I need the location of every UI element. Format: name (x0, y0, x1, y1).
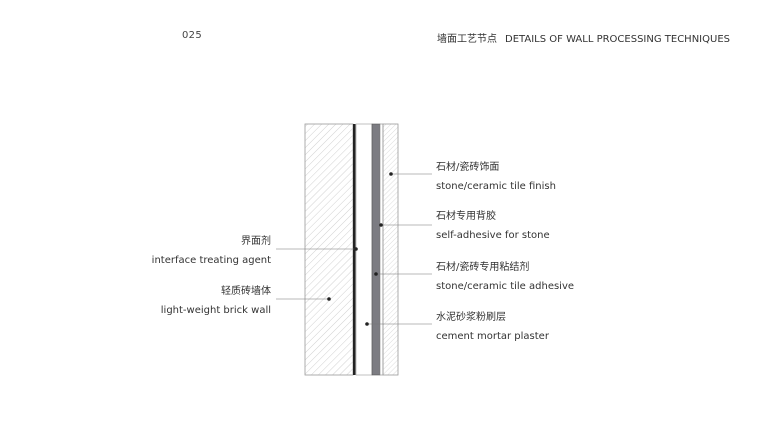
header-title: 墙面工艺节点 DETAILS OF WALL PROCESSING TECHNIQ… (437, 30, 730, 45)
label-tile-adhesive: 石材/瓷砖专用粘结剂 stone/ceramic tile adhesive (436, 261, 574, 294)
leader-dot-mortar (365, 322, 369, 326)
label-stone-finish-cn: 石材/瓷砖饰面 (436, 162, 500, 173)
mortar-layer (355, 123, 373, 376)
brick-wall-layer (304, 123, 354, 376)
label-stone-finish: 石材/瓷砖饰面 stone/ceramic tile finish (436, 161, 556, 194)
interface-agent-layer (353, 124, 356, 375)
label-stone-finish-en: stone/ceramic tile finish (436, 181, 556, 192)
label-mortar-cn: 水泥砂浆粉刷层 (436, 312, 506, 323)
label-tile-adhesive-cn: 石材/瓷砖专用粘结剂 (436, 262, 530, 273)
leader-dot-tile-adhesive (374, 272, 378, 276)
label-self-adhesive-en: self-adhesive for stone (436, 230, 550, 241)
label-tile-adhesive-en: stone/ceramic tile adhesive (436, 281, 575, 292)
label-interface-agent: 界面剂 interface treating agent (152, 235, 271, 268)
leader-dot-brick-wall (327, 297, 331, 301)
label-mortar-en: cement mortar plaster (436, 331, 549, 342)
tile-adhesive-layer (371, 123, 381, 376)
page-number: 025 (182, 30, 202, 41)
self-adhesive-layer (379, 123, 384, 376)
header-title-cn: 墙面工艺节点 (437, 34, 498, 45)
label-mortar: 水泥砂浆粉刷层 cement mortar plaster (436, 311, 549, 344)
leader-dot-self-adhesive (379, 223, 383, 227)
label-self-adhesive-cn: 石材专用背胶 (436, 211, 496, 222)
label-brick-wall-en: light-weight brick wall (160, 305, 271, 316)
leader-dot-stone-finish (389, 172, 393, 176)
label-brick-wall-cn: 轻质砖墙体 (221, 286, 271, 297)
stone-finish-layer (382, 123, 399, 376)
label-self-adhesive: 石材专用背胶 self-adhesive for stone (436, 210, 550, 243)
leader-dot-interface-agent (354, 247, 358, 251)
label-interface-agent-en: interface treating agent (151, 255, 271, 266)
header-title-en: DETAILS OF WALL PROCESSING TECHNIQUES (505, 34, 730, 45)
label-interface-agent-cn: 界面剂 (241, 236, 271, 247)
label-brick-wall: 轻质砖墙体 light-weight brick wall (161, 285, 271, 318)
